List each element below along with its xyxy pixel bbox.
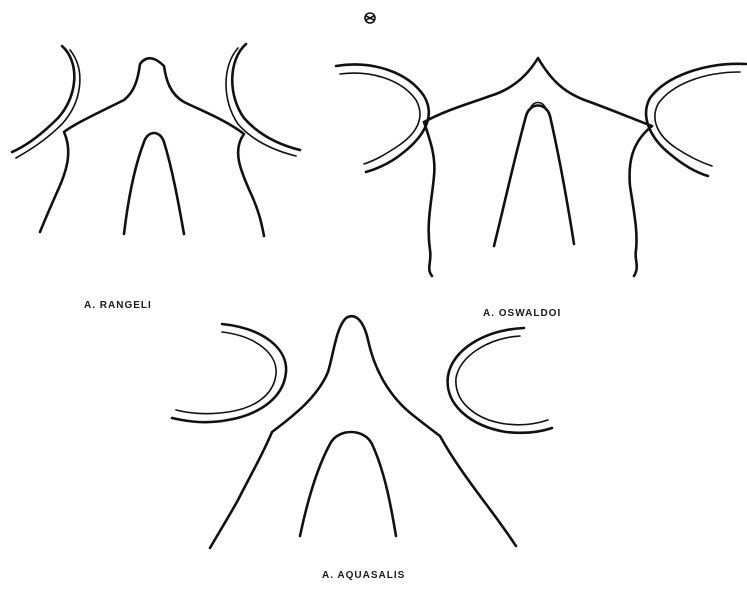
label-oswaldoi: A. OSWALDOI bbox=[483, 308, 561, 319]
aquasalis-right-claw-inner bbox=[456, 336, 548, 425]
specimen-oswaldoi bbox=[336, 58, 746, 276]
aquasalis-left-claw-inner bbox=[176, 332, 276, 414]
rangeli-left-claw-inner bbox=[16, 50, 80, 158]
aquasalis-outer-body bbox=[210, 316, 516, 548]
specimen-rangeli bbox=[12, 44, 300, 236]
stamp-mark bbox=[365, 13, 375, 23]
specimen-aquasalis bbox=[172, 316, 552, 548]
aquasalis-inner-cone bbox=[300, 432, 396, 536]
label-aquasalis: A. AQUASALIS bbox=[322, 570, 405, 581]
rangeli-inner-cone bbox=[124, 133, 184, 234]
oswaldoi-outer-body bbox=[424, 58, 652, 276]
oswaldoi-inner-cone bbox=[494, 106, 574, 247]
aquasalis-left-claw bbox=[172, 324, 286, 422]
aquasalis-right-claw bbox=[448, 328, 552, 433]
label-rangeli: A. RANGELI bbox=[84, 300, 152, 311]
